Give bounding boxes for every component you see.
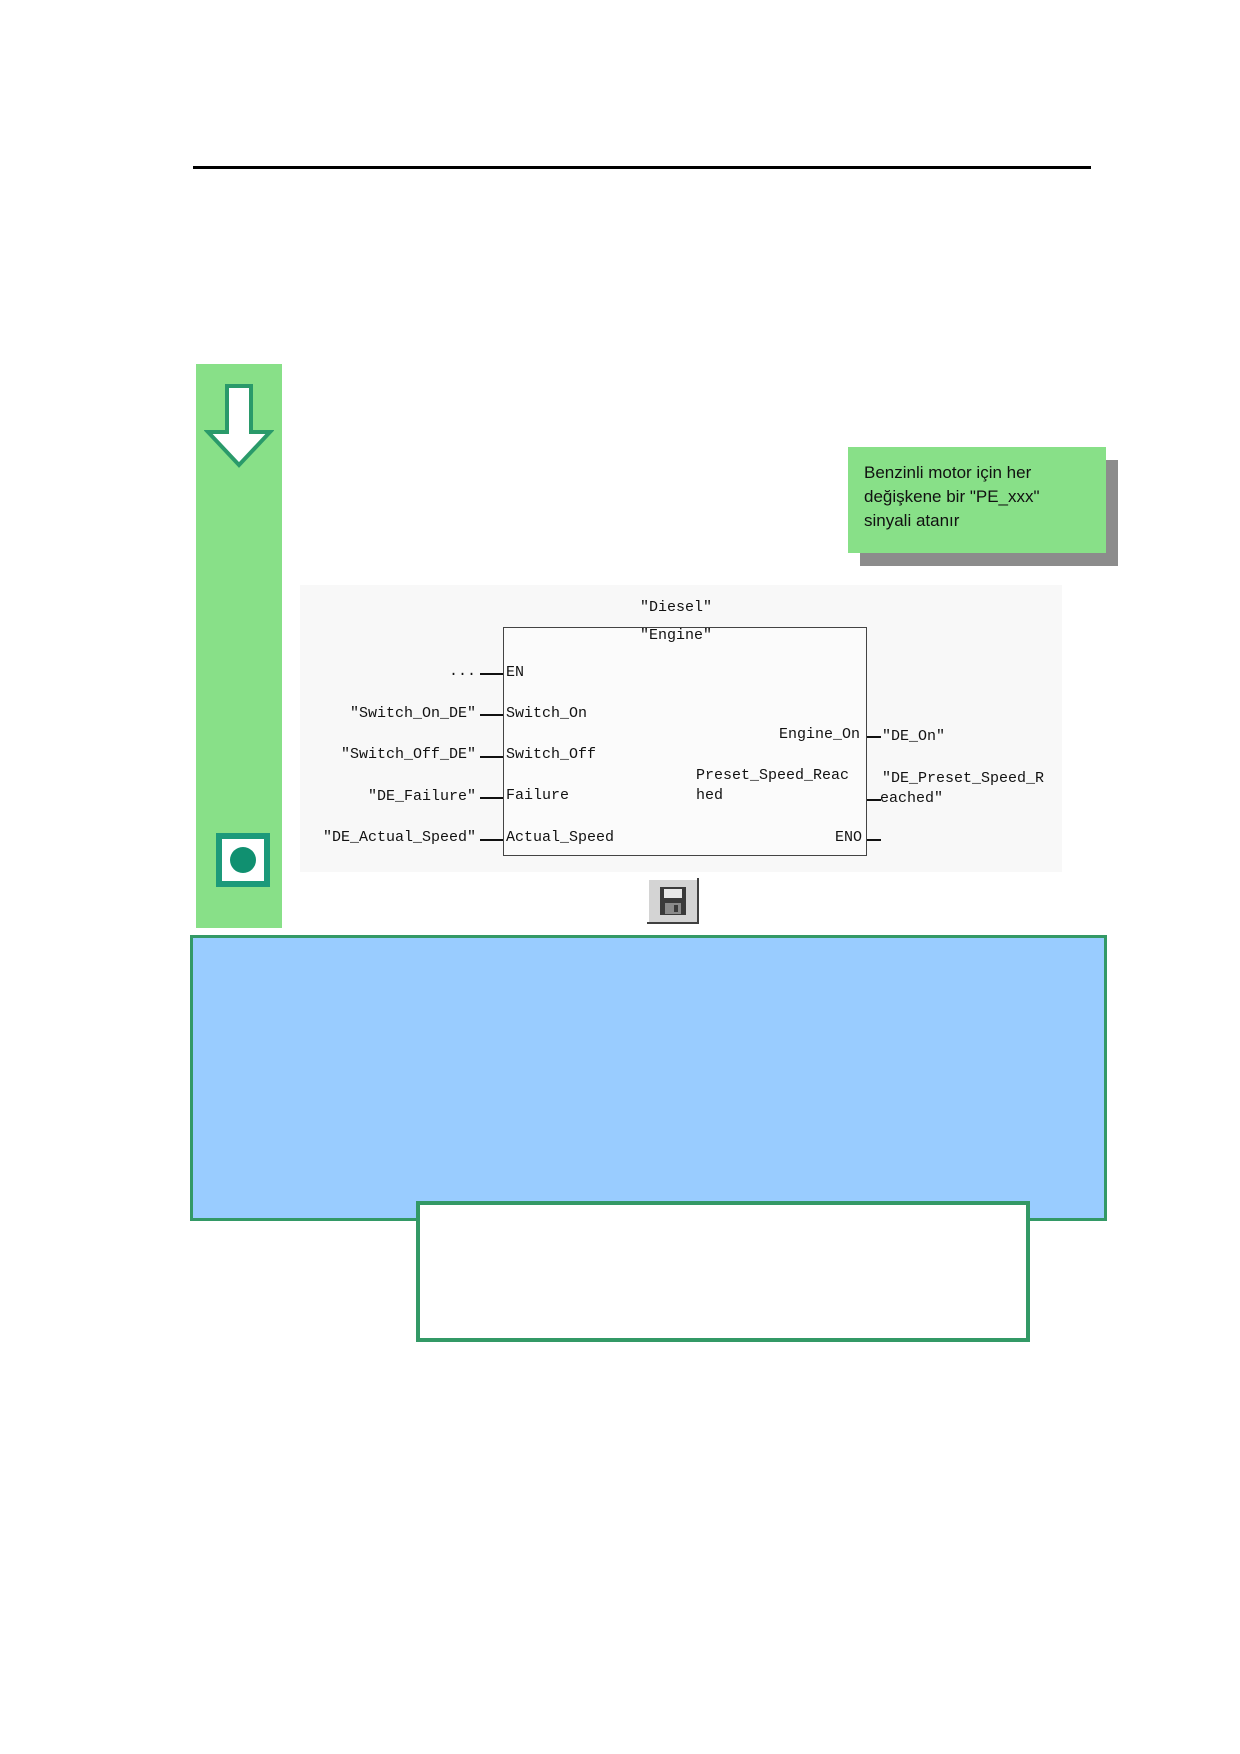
output-wire-engine-on bbox=[867, 736, 881, 738]
output-actual-preset-speed-line2: eached" bbox=[880, 790, 944, 807]
input-actual-actual-speed: "DE_Actual_Speed" bbox=[322, 829, 476, 846]
note-line-3: sinyali atanır bbox=[864, 511, 960, 530]
sub-panel bbox=[416, 1201, 1030, 1342]
output-pin-preset-speed-line2: hed bbox=[696, 787, 724, 804]
stop-icon[interactable] bbox=[216, 833, 270, 887]
input-pin-failure: Failure bbox=[506, 787, 570, 804]
instance-label: "Diesel" bbox=[640, 599, 713, 616]
output-wire-eno bbox=[867, 839, 881, 841]
output-pin-eno: ENO bbox=[834, 829, 862, 846]
function-block-box bbox=[503, 627, 867, 856]
block-name: "Engine" bbox=[640, 627, 713, 644]
note-callout: Benzinli motor için her değişkene bir "P… bbox=[848, 447, 1106, 553]
input-pin-switch-on: Switch_On bbox=[506, 705, 588, 722]
input-wire-failure bbox=[480, 797, 503, 799]
input-wire-en bbox=[480, 673, 503, 675]
output-actual-preset-speed-line1: "DE_Preset_Speed_R bbox=[882, 770, 1045, 787]
header-rule bbox=[193, 166, 1091, 169]
down-arrow-icon bbox=[204, 384, 274, 468]
input-wire-actual-speed bbox=[480, 839, 503, 841]
input-pin-switch-off: Switch_Off bbox=[506, 746, 597, 763]
info-panel bbox=[190, 935, 1107, 1221]
input-wire-switch-off bbox=[480, 756, 503, 758]
note-line-2: değişkene bir "PE_xxx" bbox=[864, 487, 1040, 506]
output-pin-preset-speed-line1: Preset_Speed_Reac bbox=[696, 767, 850, 784]
input-actual-failure: "DE_Failure" bbox=[367, 788, 476, 805]
input-actual-switch-off: "Switch_Off_DE" bbox=[340, 746, 476, 763]
input-pin-actual-speed: Actual_Speed bbox=[506, 829, 615, 846]
input-actual-en: ... bbox=[448, 663, 476, 680]
output-pin-engine-on: Engine_On bbox=[778, 726, 860, 743]
output-wire-preset-speed bbox=[867, 799, 881, 801]
input-wire-switch-on bbox=[480, 714, 503, 716]
note-line-1: Benzinli motor için her bbox=[864, 463, 1032, 482]
input-pin-en: EN bbox=[506, 664, 525, 681]
input-actual-switch-on: "Switch_On_DE" bbox=[349, 705, 476, 722]
floppy-disk-save-icon[interactable] bbox=[647, 878, 699, 924]
output-actual-engine-on: "DE_On" bbox=[882, 728, 946, 745]
